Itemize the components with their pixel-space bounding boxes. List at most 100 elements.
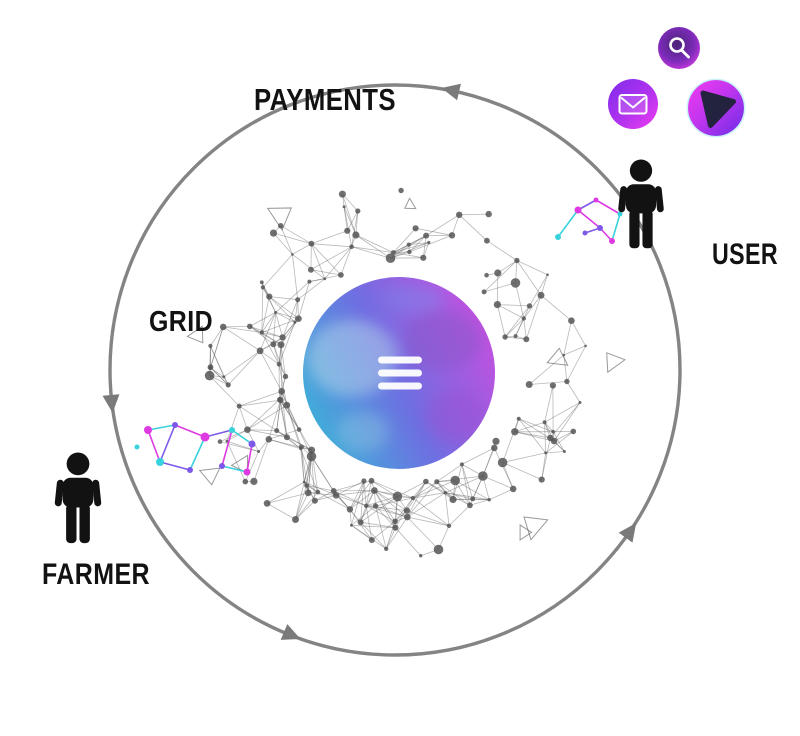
mesh-link: [451, 214, 460, 236]
mesh-node: [278, 223, 284, 229]
mesh-node: [292, 516, 299, 523]
mesh-link: [515, 305, 530, 337]
mesh-link: [355, 234, 391, 259]
mesh-link: [445, 492, 490, 501]
mesh-link: [273, 344, 286, 377]
mesh-link: [342, 193, 359, 212]
mesh-node: [484, 237, 490, 244]
mesh-link: [455, 480, 490, 501]
mesh-link: [281, 391, 300, 430]
mesh-link: [425, 481, 446, 494]
mesh-link: [310, 243, 312, 270]
mesh-link: [482, 475, 514, 490]
mesh-node: [419, 554, 423, 558]
mesh-link: [295, 500, 316, 520]
mesh-link: [308, 492, 337, 496]
mesh-node: [423, 232, 430, 239]
mesh-node: [304, 483, 309, 488]
mesh-node: [270, 341, 277, 348]
mesh-node: [208, 343, 213, 348]
mesh-link: [279, 399, 300, 430]
mesh-link: [525, 295, 542, 340]
mesh-link: [311, 456, 316, 501]
mesh-node: [385, 253, 396, 263]
mesh-link: [516, 260, 542, 296]
mesh-node: [390, 250, 396, 256]
mesh-node: [368, 537, 375, 543]
mesh-node: [332, 492, 340, 499]
mesh-node: [291, 253, 294, 256]
mesh-link: [280, 400, 288, 438]
arrowhead-right: [618, 518, 644, 543]
mesh-link: [459, 213, 489, 216]
mesh-link: [516, 260, 548, 276]
mesh-link: [406, 481, 438, 518]
mesh-link: [415, 227, 453, 236]
mesh-link: [336, 490, 375, 496]
mesh-node: [494, 269, 502, 277]
mesh-node: [295, 297, 301, 303]
mesh-node: [244, 426, 251, 434]
mesh-link: [278, 322, 296, 365]
mesh-link: [371, 480, 398, 497]
mesh-node: [352, 231, 360, 239]
mesh-link: [310, 269, 341, 276]
mesh-node: [578, 401, 582, 404]
mesh-node: [525, 381, 533, 388]
mesh-link: [247, 399, 280, 430]
mesh-link: [502, 418, 520, 463]
mesh-link: [324, 246, 352, 280]
mesh-link: [448, 505, 471, 527]
mesh-link: [397, 481, 427, 497]
cluster-link: [595, 199, 621, 215]
mesh-node: [544, 451, 548, 455]
mail-app-icon: [608, 79, 658, 129]
mesh-link: [304, 481, 337, 496]
mesh-link: [504, 305, 530, 338]
mesh-link: [390, 235, 427, 259]
mesh-link: [261, 332, 280, 365]
capacity-cluster-left: [134, 422, 256, 476]
mesh-link: [273, 344, 280, 365]
mesh-node: [204, 370, 215, 381]
mesh-link: [247, 429, 259, 452]
mesh-node: [355, 208, 361, 214]
mesh-link: [412, 481, 427, 499]
mesh-node: [257, 450, 261, 453]
threefold-logo-icon: [378, 356, 422, 390]
mesh-link: [259, 350, 283, 392]
cluster-node: [597, 225, 603, 231]
mesh-node: [304, 489, 312, 497]
mesh-node: [315, 489, 321, 495]
search-icon: [669, 37, 685, 53]
mesh-node: [516, 416, 521, 421]
mesh-node: [491, 444, 498, 452]
mesh-link: [483, 282, 516, 293]
mesh-node: [513, 334, 518, 339]
mesh-link: [226, 405, 240, 442]
mesh-link: [412, 480, 456, 499]
mesh-link: [528, 354, 565, 385]
mesh-link: [375, 505, 396, 528]
mesh-link: [335, 494, 367, 507]
cluster-link: [159, 461, 191, 471]
mesh-link: [360, 521, 396, 529]
mesh-link: [523, 295, 542, 319]
mesh-link: [436, 475, 483, 483]
mesh-link: [268, 399, 281, 440]
mesh-link: [280, 225, 312, 245]
mesh-link: [497, 304, 524, 319]
mesh-link: [566, 345, 586, 382]
mesh-node: [222, 375, 226, 379]
mesh-node: [311, 497, 318, 504]
mesh-link: [269, 296, 296, 323]
farmer-person-icon: [54, 452, 102, 544]
mesh-link: [529, 274, 548, 307]
mesh-triangle: [546, 347, 569, 366]
mesh-link: [360, 521, 387, 550]
mesh-link: [275, 312, 296, 323]
mesh-node: [208, 365, 213, 370]
mesh-node: [448, 232, 456, 239]
mesh-link: [408, 235, 427, 245]
